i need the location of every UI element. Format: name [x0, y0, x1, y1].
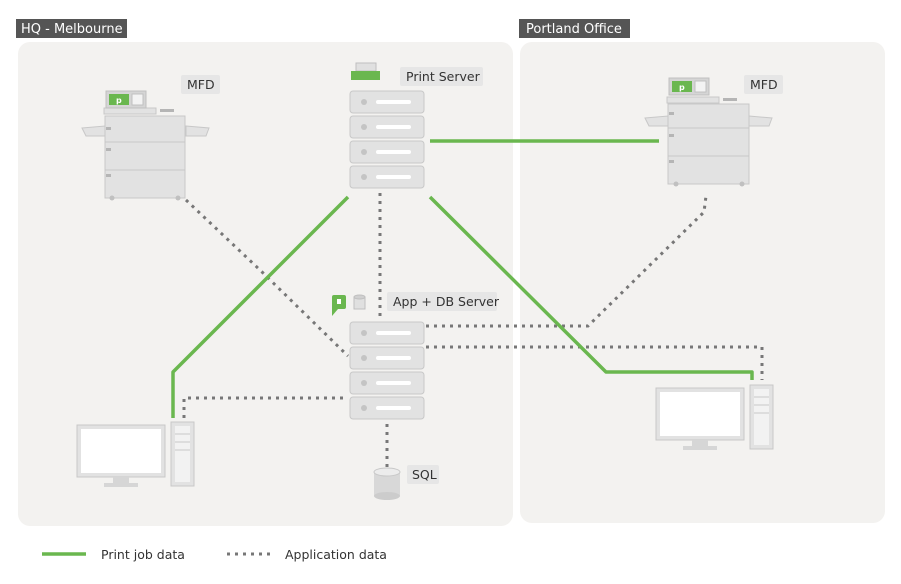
hq-mfd-label-text: MFD	[187, 77, 215, 92]
svg-text:p: p	[116, 96, 122, 105]
legend-item-application: Application data	[227, 547, 387, 562]
mfd-screen-icon: p	[668, 77, 710, 96]
monitor-icon	[76, 424, 166, 487]
legend: Print job data Application data	[42, 547, 387, 562]
print-job-data-links	[171, 139, 754, 418]
print-server-label-text: Print Server	[406, 69, 481, 84]
portland-region-title: Portland Office	[526, 22, 622, 37]
app-link-hq-mfd	[184, 198, 350, 358]
tower-icon	[749, 384, 774, 450]
print-server-label: Print Server	[400, 67, 483, 86]
hq-region-header: HQ - Melbourne	[16, 19, 127, 38]
portland-mfd-label-text: MFD	[750, 77, 778, 92]
print-link-portland-workstation	[428, 195, 754, 380]
app-link-portland-mfd	[426, 195, 708, 328]
mfd-screen-icon: p	[105, 90, 147, 109]
app-db-server-label: App + DB Server	[387, 292, 500, 311]
printer-icon	[351, 62, 380, 80]
sql-database-icon[interactable]	[373, 467, 401, 500]
hq-mfd-label: MFD	[181, 75, 220, 94]
hq-workstation-device[interactable]	[76, 421, 195, 487]
print-server-device[interactable]	[349, 62, 425, 189]
hq-region-title: HQ - Melbourne	[21, 22, 123, 37]
hq-mfd-device[interactable]: p	[81, 90, 210, 201]
sql-label-text: SQL	[412, 467, 437, 482]
app-link-portland-workstation	[426, 345, 764, 380]
print-link-hq-workstation	[171, 195, 350, 418]
monitor-icon	[655, 387, 745, 450]
database-small-icon	[353, 294, 366, 310]
papercut-logo-icon	[332, 295, 346, 316]
app-link-hq-workstation	[182, 396, 348, 418]
legend-print-job-label: Print job data	[101, 547, 185, 562]
portland-region-panel	[520, 42, 885, 523]
app-db-server-label-text: App + DB Server	[393, 294, 500, 309]
legend-item-print-job: Print job data	[42, 547, 185, 562]
portland-region-header: Portland Office	[519, 19, 630, 38]
app-db-server-device[interactable]	[332, 294, 425, 420]
sql-label: SQL	[407, 465, 439, 484]
application-data-links	[182, 193, 764, 468]
tower-icon	[170, 421, 195, 487]
legend-application-label: Application data	[285, 547, 387, 562]
portland-mfd-label: MFD	[744, 75, 783, 94]
portland-mfd-device[interactable]: p	[644, 77, 773, 187]
portland-workstation-device[interactable]	[655, 384, 774, 450]
svg-text:p: p	[679, 83, 685, 92]
